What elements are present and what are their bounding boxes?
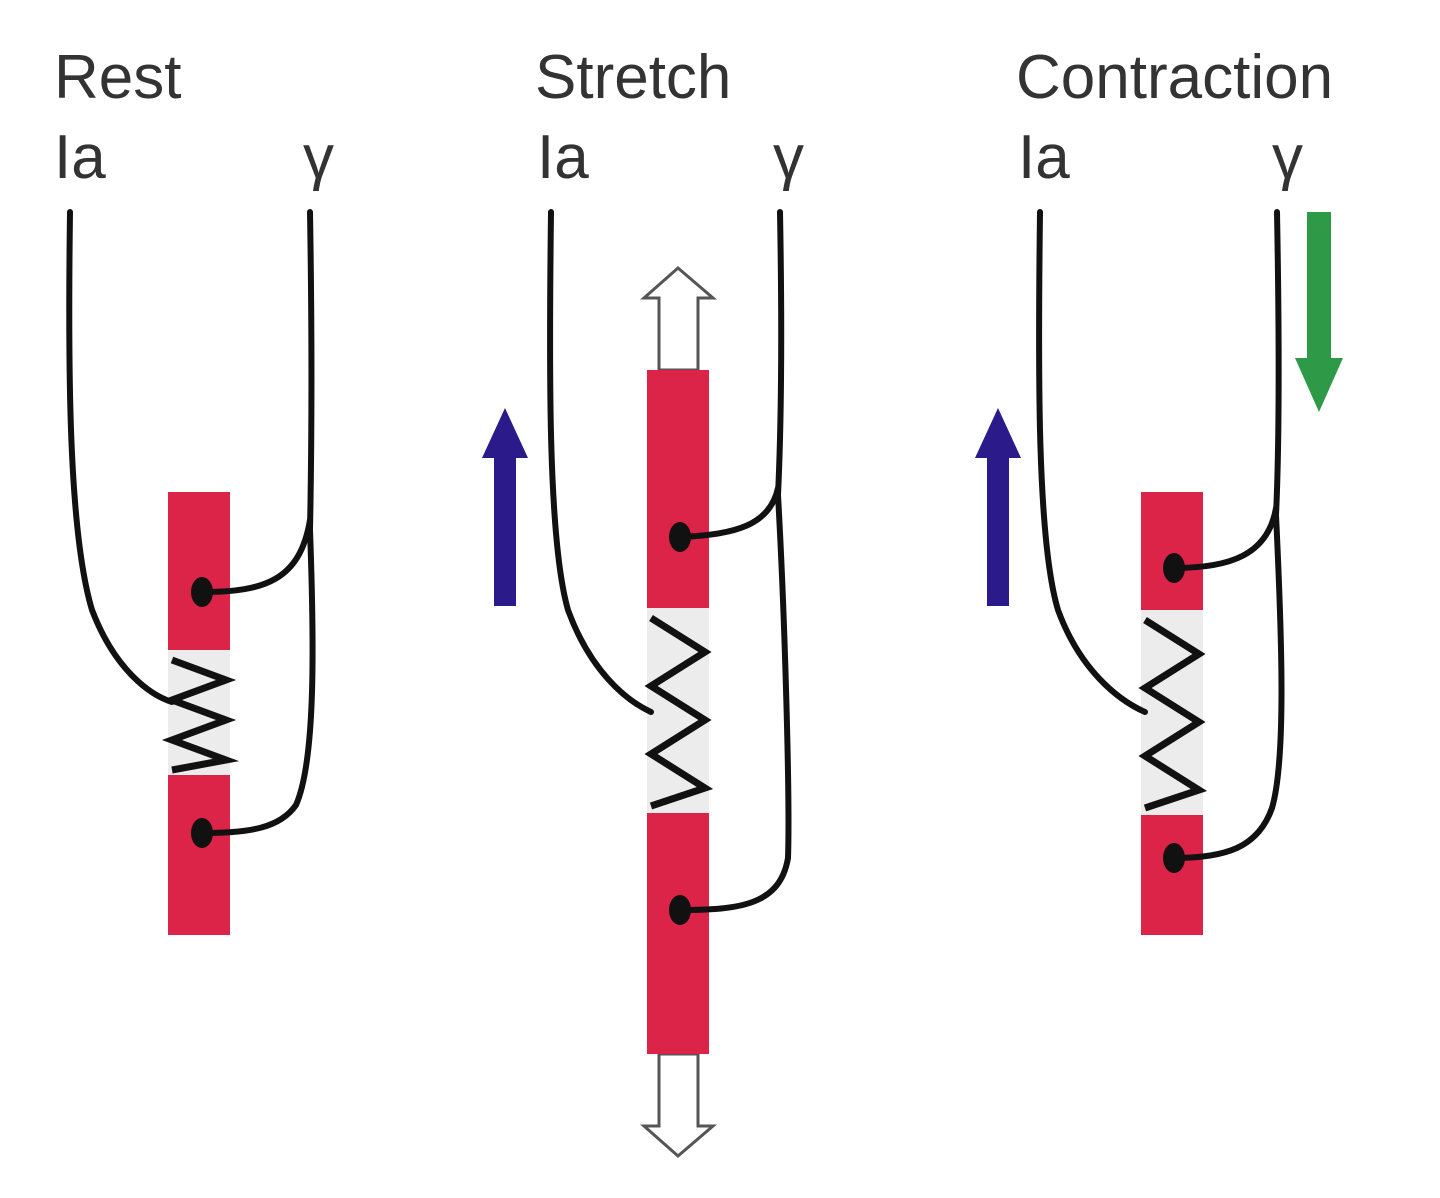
motor-endplate-lower — [191, 818, 213, 848]
motor-endplate-upper — [191, 577, 213, 607]
gamma-activation-down-arrow-icon — [1295, 212, 1343, 412]
gamma-branch-upper — [199, 517, 313, 595]
panel-title: Contraction — [1016, 43, 1333, 112]
equatorial-region — [1141, 610, 1203, 815]
annulospiral-ending — [644, 615, 714, 810]
intrafusal-fiber-lower — [1141, 815, 1203, 935]
intrafusal-fiber-lower — [647, 813, 709, 1054]
intrafusal-fiber-lower — [168, 775, 230, 935]
intrafusal-fiber-upper — [1141, 492, 1203, 610]
intrafusal-fiber-upper — [168, 492, 230, 650]
ia-firing-up-arrow-icon — [975, 408, 1021, 606]
gamma-efferent-nerve — [775, 209, 785, 498]
stretch-down-arrow-icon — [640, 1052, 718, 1158]
panel-rest: Rest Ia γ — [54, 43, 334, 935]
panel-title: Rest — [54, 43, 181, 112]
annulospiral-ending — [161, 656, 240, 774]
gamma-branch-lower — [1171, 512, 1285, 861]
intrafusal-fiber-upper — [647, 370, 709, 608]
panel-contraction: Contraction Ia γ — [975, 43, 1343, 935]
ia-afferent-nerve — [546, 209, 654, 715]
equatorial-region — [647, 608, 709, 813]
gamma-branch-upper — [1171, 505, 1279, 571]
ia-firing-up-arrow-icon — [482, 408, 528, 606]
gamma-branch-lower — [677, 492, 792, 913]
motor-endplate-upper — [1163, 553, 1185, 583]
motor-endplate-lower — [669, 895, 691, 925]
afferent-label: Ia — [54, 123, 106, 192]
gamma-efferent-nerve — [1273, 209, 1282, 518]
ia-afferent-nerve — [1036, 209, 1148, 715]
efferent-label: γ — [1272, 123, 1303, 192]
efferent-label: γ — [773, 123, 804, 192]
motor-endplate-upper — [669, 522, 691, 552]
stretch-up-arrow-icon — [640, 266, 718, 372]
afferent-label: Ia — [1018, 123, 1070, 192]
afferent-label: Ia — [537, 123, 589, 192]
gamma-branch-upper — [677, 485, 781, 540]
panel-title: Stretch — [535, 43, 731, 112]
gamma-efferent-nerve — [307, 209, 315, 533]
annulospiral-ending — [1138, 617, 1208, 812]
efferent-label: γ — [303, 123, 334, 192]
motor-endplate-lower — [1163, 843, 1185, 873]
panel-stretch: Stretch Ia γ — [482, 43, 804, 1158]
gamma-branch-lower — [199, 527, 316, 836]
ia-afferent-nerve — [66, 209, 175, 705]
